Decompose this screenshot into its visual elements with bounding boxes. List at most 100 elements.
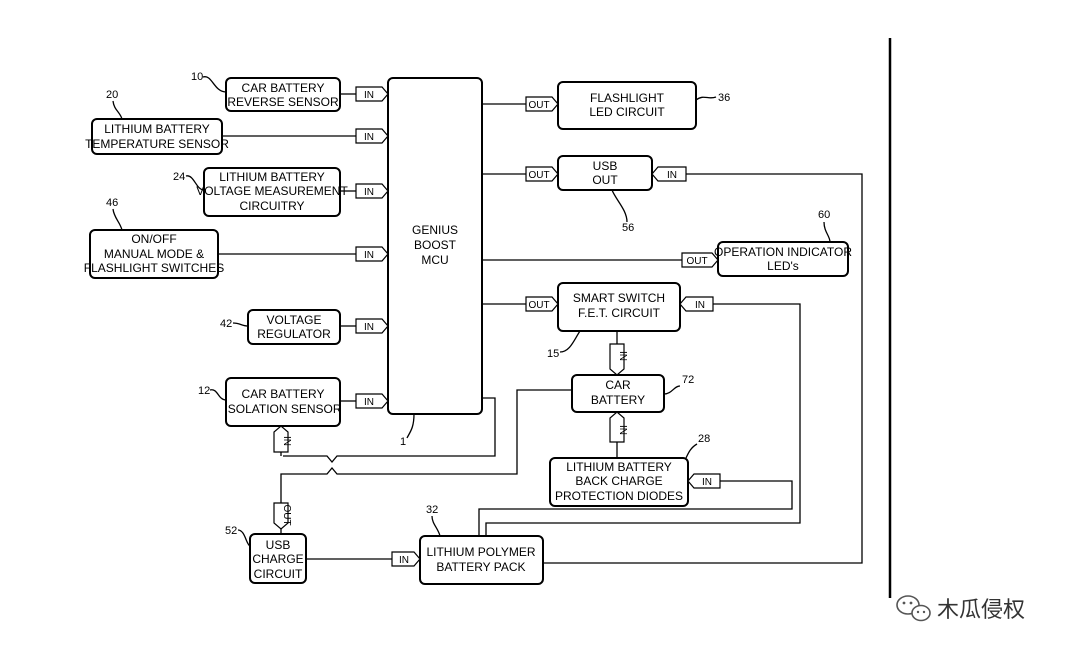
- mcu-label-1: GENIUS: [412, 223, 458, 237]
- in-port-lipo: IN: [391, 551, 421, 567]
- diodes-label-1: LITHIUM BATTERY: [566, 460, 672, 474]
- switches-label-3: FLASHLIGHT SWITCHES: [84, 261, 224, 275]
- ref-60: 60: [818, 209, 830, 221]
- ref-52: 52: [225, 525, 237, 537]
- in-port-isolation-bottom: IN: [273, 425, 292, 453]
- in-port-diodes: IN: [687, 473, 721, 489]
- out-port-usb: OUT: [525, 166, 559, 182]
- in-port-regulator: IN: [355, 318, 389, 334]
- car-battery-label-2: BATTERY: [591, 393, 645, 407]
- ref-36: 36: [718, 92, 730, 104]
- car-battery-label-1: CAR: [605, 378, 631, 392]
- smart-switch-label-2: F.E.T. CIRCUIT: [578, 306, 661, 320]
- ref-56: 56: [622, 222, 634, 234]
- mcu-label-2: BOOST: [414, 238, 457, 252]
- usb-out-block: [557, 155, 653, 191]
- ref-28: 28: [698, 433, 710, 445]
- temp-sensor-label-1: LITHIUM BATTERY: [104, 122, 210, 136]
- diodes-block: [549, 457, 689, 507]
- svg-text:IN: IN: [695, 300, 705, 311]
- out-port-flashlight: OUT: [525, 96, 559, 112]
- svg-text:IN: IN: [667, 170, 677, 181]
- temp-sensor-label-2: TEMPERATURE SENSOR: [85, 137, 229, 151]
- out-port-usb-charge: OUT: [273, 502, 292, 530]
- out-port-smart-switch: OUT: [525, 296, 559, 312]
- svg-text:OUT: OUT: [528, 100, 549, 111]
- in-port-smart-switch: IN: [679, 296, 714, 312]
- voltage-measurement-block: [203, 167, 341, 217]
- in-port-usb-out: IN: [651, 166, 687, 182]
- switches-label-1: ON/OFF: [131, 232, 176, 246]
- svg-text:IN: IN: [281, 436, 292, 446]
- svg-text:IN: IN: [364, 90, 374, 101]
- isolation-sensor-label-2: ISOLATION SENSOR: [224, 402, 341, 416]
- usb-charge-label-1: USB: [266, 538, 291, 552]
- ref-72: 72: [682, 374, 694, 386]
- voltage-regulator-block: [247, 309, 341, 345]
- indicator-label-1: OPERATION INDICATOR: [714, 245, 852, 259]
- watermark: 木瓜侵权: [896, 595, 1025, 623]
- svg-text:IN: IN: [617, 425, 628, 435]
- ref-32: 32: [426, 504, 438, 516]
- isolation-sensor-block: [225, 377, 341, 427]
- usb-charge-block: [249, 533, 307, 584]
- usb-out-label-1: USB: [593, 159, 618, 173]
- usb-charge-label-2: CHARGE: [252, 552, 303, 566]
- regulator-label-2: REGULATOR: [257, 327, 331, 341]
- svg-text:OUT: OUT: [686, 256, 707, 267]
- ref-1: 1: [400, 436, 406, 448]
- ref-24: 24: [173, 171, 185, 183]
- regulator-label-1: VOLTAGE: [267, 313, 322, 327]
- port-tags: IN IN IN IN IN IN OUT OUT OUT OUT IN IN …: [273, 86, 721, 567]
- voltage-measure-label-3: CIRCUITRY: [239, 199, 304, 213]
- svg-text:IN: IN: [364, 322, 374, 333]
- reverse-sensor-block: [225, 77, 341, 112]
- reverse-sensor-label-2: REVERSE SENSOR: [227, 95, 339, 109]
- smart-switch-label-1: SMART SWITCH: [573, 291, 665, 305]
- temperature-sensor-block: [91, 118, 223, 155]
- lipo-pack-label-1: LITHIUM POLYMER: [426, 545, 535, 559]
- in-port-car-battery-top: IN: [609, 343, 628, 376]
- flashlight-label-1: FLASHLIGHT: [590, 91, 665, 105]
- svg-text:IN: IN: [364, 132, 374, 143]
- svg-text:IN: IN: [364, 250, 374, 261]
- in-port-voltage: IN: [355, 183, 389, 199]
- in-port-car-battery-bottom: IN: [609, 411, 628, 443]
- svg-text:IN: IN: [364, 187, 374, 198]
- voltage-measure-label-1: LITHIUM BATTERY: [219, 170, 325, 184]
- out-port-indicator: OUT: [681, 252, 719, 268]
- reference-numerals: 10 20 24 46 42 12 52 32 1 36 56 60 15 72…: [106, 71, 831, 547]
- svg-text:IN: IN: [702, 477, 712, 488]
- flashlight-block: [557, 81, 697, 130]
- reverse-sensor-label-1: CAR BATTERY: [242, 81, 325, 95]
- svg-text:IN: IN: [399, 555, 409, 566]
- in-port-reverse: IN: [355, 86, 389, 102]
- svg-text:OUT: OUT: [281, 504, 292, 525]
- wechat-icon: [896, 595, 931, 622]
- svg-text:IN: IN: [364, 397, 374, 408]
- watermark-text: 木瓜侵权: [937, 598, 1025, 623]
- usb-out-label-2: OUT: [592, 173, 618, 187]
- indicator-label-2: LED's: [767, 259, 799, 273]
- smart-switch-block: [557, 282, 681, 332]
- switches-block: [89, 229, 219, 279]
- in-port-switches: IN: [355, 246, 389, 262]
- switches-label-2: MANUAL MODE &: [104, 247, 204, 261]
- ref-46: 46: [106, 197, 118, 209]
- voltage-measure-label-2: VOLTAGE MEASUREMENT: [196, 184, 348, 198]
- usb-charge-label-3: CIRCUIT: [254, 567, 303, 581]
- flashlight-label-2: LED CIRCUIT: [589, 105, 665, 119]
- genius-boost-mcu-block: [387, 77, 483, 415]
- block-labels: GENIUS BOOST MCU CAR BATTERY REVERSE SEN…: [84, 81, 853, 581]
- mcu-label-3: MCU: [421, 253, 448, 267]
- lipo-pack-label-2: BATTERY PACK: [436, 560, 525, 574]
- ref-12: 12: [198, 385, 210, 397]
- in-port-temp: IN: [355, 128, 389, 144]
- lipo-pack-block: [419, 535, 544, 585]
- isolation-sensor-label-1: CAR BATTERY: [242, 387, 325, 401]
- svg-text:OUT: OUT: [528, 300, 549, 311]
- diodes-label-3: PROTECTION DIODES: [555, 489, 683, 503]
- ref-42: 42: [220, 318, 232, 330]
- indicator-block: [717, 241, 849, 277]
